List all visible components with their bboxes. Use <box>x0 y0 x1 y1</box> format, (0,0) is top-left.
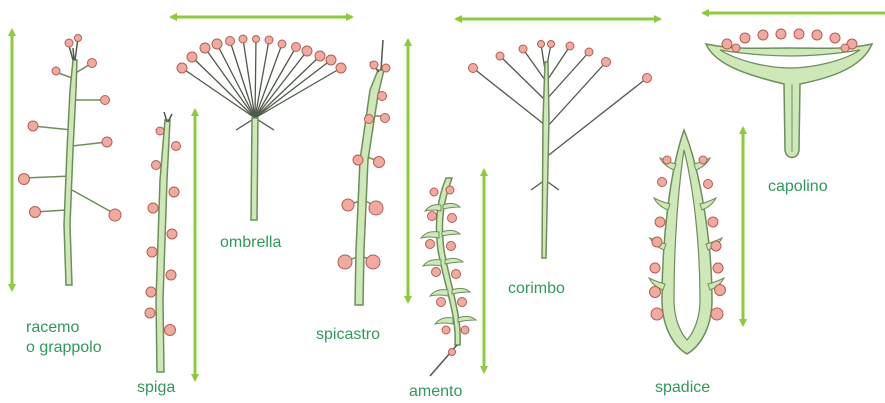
label-amento: amento <box>409 382 462 402</box>
umbel-illustration <box>177 35 346 220</box>
capitulum-illustration <box>706 29 872 158</box>
label-spiga: spiga <box>137 378 175 398</box>
label-corimbo: corimbo <box>508 279 565 299</box>
label-spicastro: spicastro <box>316 325 380 345</box>
label-capolino: capolino <box>768 177 828 197</box>
raceme-illustration <box>19 35 122 286</box>
label-ombrella: ombrella <box>220 233 281 253</box>
label-spadice: spadice <box>655 378 710 398</box>
label-racemo: racemo o grappolo <box>26 318 102 358</box>
corymb-illustration <box>469 41 652 259</box>
spadix-illustration <box>649 130 726 354</box>
catkin-illustration <box>421 178 476 376</box>
spicastro-illustration <box>338 40 390 305</box>
spike-illustration <box>145 112 181 372</box>
